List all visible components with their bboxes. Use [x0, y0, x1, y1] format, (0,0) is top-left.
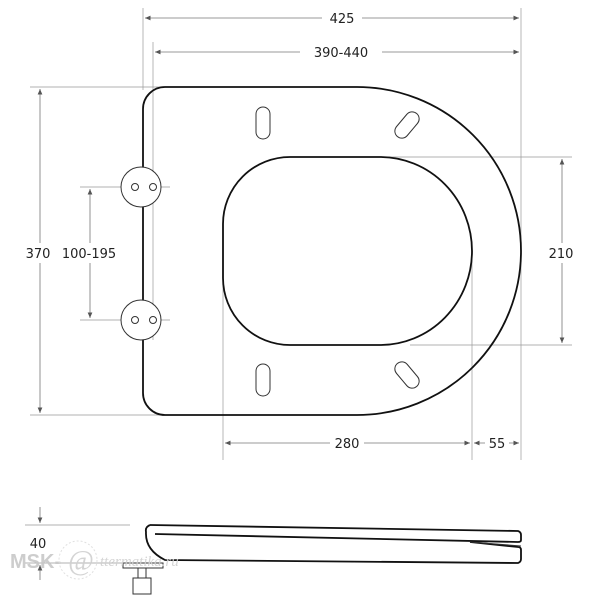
dim-overall-width: 370: [26, 247, 51, 262]
dim-opening-length: 280: [335, 437, 360, 452]
seat-opening: [222, 156, 473, 346]
dim-front-rim: 55: [489, 437, 506, 452]
hinge-bottom: [120, 299, 162, 341]
side-view: 40: [25, 507, 522, 595]
dim-hinge-to-front: 390-440: [314, 46, 368, 61]
svg-text:@: @: [68, 546, 94, 577]
dim-height: 40: [30, 537, 47, 552]
bumper-slot: [394, 361, 420, 389]
bumper-slot: [255, 106, 271, 140]
dim-overall-length: 425: [330, 12, 355, 27]
bumper-slot: [394, 111, 420, 139]
watermark-logo: MSK- @ ttermatika.ru: [10, 540, 179, 580]
svg-text:MSK-: MSK-: [10, 551, 61, 573]
hinge-top: [120, 166, 162, 208]
seat-outline: [142, 86, 522, 416]
extension-lines: [30, 8, 572, 460]
bumper-slot: [255, 363, 271, 397]
dim-hinge-spacing: 100-195: [62, 247, 116, 262]
dim-opening-width: 210: [549, 247, 574, 262]
svg-text:ttermatika.ru: ttermatika.ru: [100, 554, 179, 570]
dimension-lines: [37, 15, 565, 446]
